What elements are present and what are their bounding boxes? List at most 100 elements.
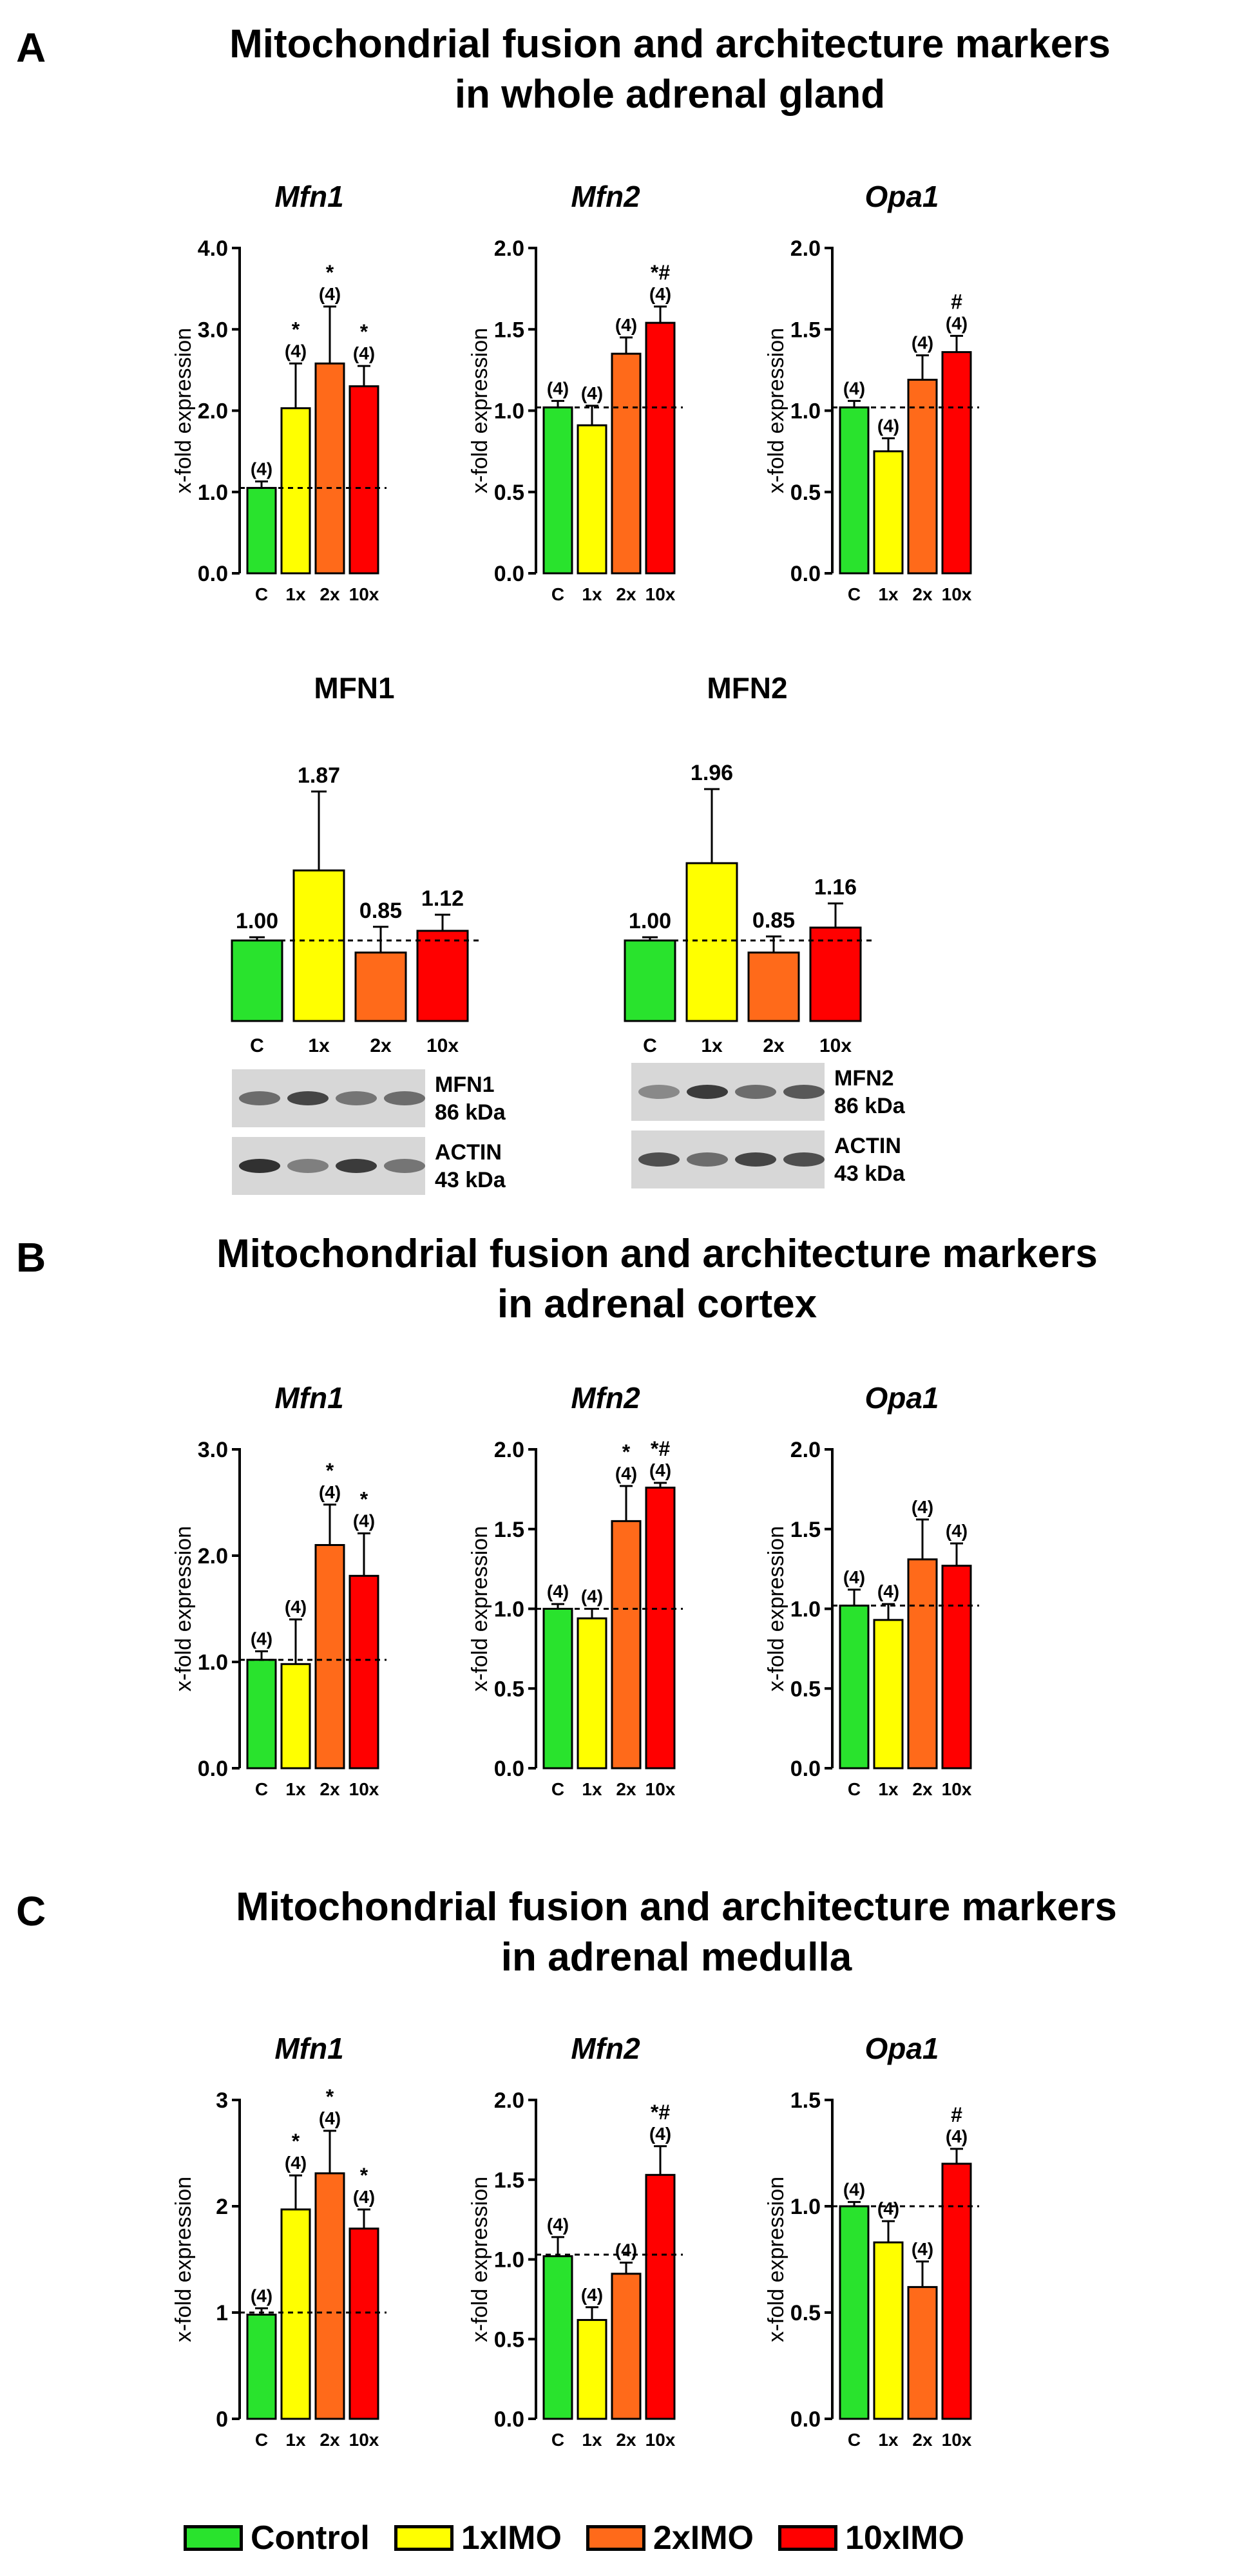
legend-swatch-control — [184, 2525, 243, 2551]
section-title-a: Mitochondrial fusion and architecture ma… — [110, 19, 1230, 119]
y-tick-label: 1.0 — [494, 399, 524, 424]
n-label: (4) — [251, 459, 272, 479]
blot-band — [735, 1085, 776, 1099]
y-tick-label: 2.0 — [198, 1544, 228, 1569]
y-tick-label: 1.5 — [494, 318, 524, 342]
y-tick-label: 1 — [216, 2301, 228, 2325]
blot-band — [638, 1152, 680, 1167]
n-label: (4) — [843, 378, 865, 398]
section-letter-b: B — [16, 1234, 46, 1281]
blot-band — [638, 1085, 680, 1099]
y-tick-label: 1.0 — [198, 481, 228, 505]
legend-item-2ximo: 2xIMO — [586, 2519, 754, 2557]
y-tick-label: 0.0 — [494, 1757, 524, 1781]
n-label: (4) — [615, 315, 637, 335]
significance-marker: * — [360, 2164, 368, 2187]
bar — [873, 2241, 904, 2420]
bar — [416, 930, 469, 1022]
y-axis-label: x-fold expression — [171, 328, 196, 493]
y-axis-label: x-fold expression — [764, 328, 788, 493]
n-label: (4) — [285, 2153, 307, 2173]
n-label: (4) — [912, 1497, 933, 1517]
bar — [280, 2208, 311, 2420]
x-tick-label: C — [551, 2430, 564, 2450]
section-title-b-line2: in adrenal cortex — [497, 1281, 817, 1326]
y-tick-label: 0.0 — [790, 562, 821, 586]
legend-label-1ximo: 1xIMO — [461, 2519, 562, 2557]
y-tick-label: 1.0 — [790, 2195, 821, 2219]
y-tick-label: 0.0 — [790, 2407, 821, 2432]
blot-label: ACTIN — [834, 1134, 901, 1158]
x-tick-label: 1x — [878, 2430, 899, 2450]
x-tick-label: 2x — [912, 584, 933, 604]
n-label: (4) — [581, 2285, 603, 2305]
n-label: (4) — [353, 343, 375, 363]
x-tick-label: 10x — [819, 1035, 852, 1056]
bar — [314, 362, 345, 575]
y-tick-label: 2.0 — [790, 236, 821, 261]
bar — [280, 407, 311, 575]
y-tick-label: 1.0 — [494, 2248, 524, 2273]
n-label: (4) — [547, 378, 569, 398]
bar — [314, 1544, 345, 1770]
chart-title: Mfn1 — [274, 2032, 343, 2065]
significance-marker: # — [951, 290, 962, 313]
x-tick-label: C — [551, 584, 564, 604]
section-letter-a: A — [16, 24, 46, 71]
y-tick-label: 4.0 — [198, 236, 228, 261]
x-tick-label: C — [848, 1779, 861, 1799]
y-tick-label: 0.5 — [790, 2301, 821, 2325]
n-label: (4) — [285, 341, 307, 361]
x-tick-label: 1x — [878, 1779, 899, 1799]
value-label: 1.87 — [298, 763, 340, 788]
y-tick-label: 0.5 — [790, 481, 821, 505]
n-label: (4) — [319, 2108, 341, 2128]
x-tick-label: 2x — [616, 584, 636, 604]
legend-item-control: Control — [184, 2519, 370, 2557]
blot-band — [336, 1091, 377, 1105]
chart-title: Mfn1 — [274, 1381, 343, 1415]
blot-band — [783, 1152, 825, 1167]
bar — [577, 2319, 607, 2420]
significance-marker: * — [326, 2085, 334, 2108]
x-tick-label: 10x — [426, 1035, 459, 1056]
y-axis-label: x-fold expression — [171, 2177, 196, 2342]
blot-kda-label: 43 kDa — [834, 1161, 906, 1186]
significance-marker: * — [360, 320, 368, 343]
y-tick-label: 2.0 — [494, 236, 524, 261]
y-axis-label: x-fold expression — [468, 1526, 492, 1692]
n-label: (4) — [353, 2187, 375, 2207]
n-label: (4) — [581, 383, 603, 403]
bar — [873, 450, 904, 575]
x-tick-label: 10x — [645, 1779, 676, 1799]
bar — [611, 1520, 642, 1770]
x-tick-label: C — [551, 1779, 564, 1799]
x-tick-label: C — [255, 584, 268, 604]
blot-label: ACTIN — [435, 1140, 502, 1165]
significance-marker: *# — [651, 2101, 670, 2124]
n-label: (4) — [649, 2124, 671, 2144]
bar — [349, 1574, 379, 1770]
blot-band — [384, 1091, 425, 1105]
y-tick-label: 1.5 — [790, 1518, 821, 1542]
chart-title: Opa1 — [864, 180, 939, 213]
bar — [941, 2162, 972, 2420]
x-tick-label: 2x — [912, 1779, 933, 1799]
bar — [941, 351, 972, 575]
x-tick-label: 10x — [349, 1779, 379, 1799]
significance-marker: # — [951, 2103, 962, 2126]
bar — [645, 1486, 676, 1770]
blot-kda-label: 43 kDa — [435, 1168, 506, 1192]
y-tick-label: 0.0 — [198, 562, 228, 586]
x-tick-label: 1x — [285, 1779, 306, 1799]
n-label: (4) — [843, 1567, 865, 1587]
value-label: 1.00 — [629, 909, 671, 933]
n-label: (4) — [251, 2285, 272, 2305]
n-label: (4) — [649, 1460, 671, 1480]
blot-band — [239, 1091, 280, 1105]
bar — [839, 406, 870, 575]
section-title-b: Mitochondrial fusion and architecture ma… — [97, 1229, 1218, 1329]
